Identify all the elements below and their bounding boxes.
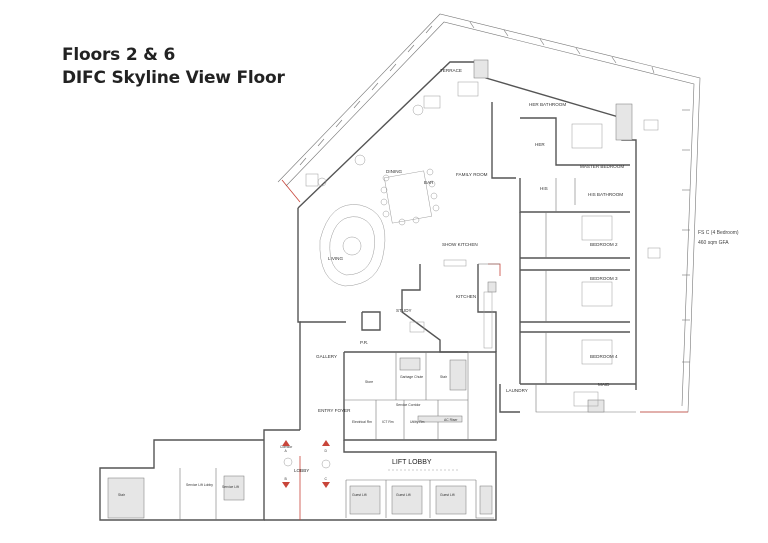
room-label-utility-rm: Utility Rm	[410, 420, 425, 424]
room-label-laundry: LAUNDRY	[506, 388, 528, 393]
plan-title: Floors 2 & 6	[62, 45, 176, 65]
room-label-his: HIS	[540, 186, 548, 191]
room-label-service-lift-lobby: Service Lift Lobby	[186, 483, 213, 487]
room-label-lobby: LOBBY	[294, 468, 309, 473]
furniture	[283, 81, 661, 471]
room-label-maid: MAID	[598, 382, 610, 387]
unit-name: FS C (4 Bedroom)	[698, 230, 739, 236]
room-label-his-bathroom: HIS BATHROOM	[588, 192, 623, 197]
marker-d-arrow	[322, 482, 330, 488]
room-label-master-bedroom: MASTER BEDROOM	[580, 164, 624, 169]
section-markers: A D B C	[282, 440, 330, 488]
room-label-dining: DINING	[386, 169, 403, 174]
room-label-stair: Stair	[440, 375, 448, 379]
room-label-service-lift: Service Lift	[222, 485, 239, 489]
marker-b-label: D	[325, 449, 328, 453]
room-label-guest-lift-3: Guest Lift	[440, 493, 455, 497]
room-label-stair-2: Stair	[118, 493, 126, 497]
service-elements	[107, 59, 633, 519]
room-label-bedroom-3: BEDROOM 3	[590, 276, 618, 281]
room-labels: TERRACE HER BATHROOM HER MASTER BEDROOM …	[118, 68, 624, 497]
room-label-lift-lobby: LIFT LOBBY	[392, 459, 432, 466]
unit-area: 460 sqm GFA	[698, 240, 729, 246]
marker-c-label: B	[285, 477, 288, 481]
room-label-terrace: TERRACE	[440, 68, 462, 73]
interior-walls	[99, 102, 636, 521]
room-label-ac-riser: AC Riser	[444, 418, 458, 422]
marker-a-label: A	[285, 449, 288, 453]
room-label-family-room: FAMILY ROOM	[456, 172, 488, 177]
room-label-entry-foyer: ENTRY FOYER	[318, 408, 351, 413]
marker-d-label: C	[325, 477, 328, 481]
room-label-living: LIVING	[328, 256, 343, 261]
title-block: Floors 2 & 6 DIFC Skyline View Floor	[62, 44, 285, 90]
marker-b-arrow	[322, 440, 330, 446]
room-label-her-bathroom: HER BATHROOM	[529, 102, 566, 107]
room-label-gallery: GALLERY	[316, 354, 337, 359]
marker-c-arrow	[282, 482, 290, 488]
room-label-service-corridor: Service Corridor	[396, 403, 421, 407]
room-label-garbage-chute: Garbage Chute	[400, 375, 423, 379]
room-label-bedroom-2: BEDROOM 2	[590, 242, 618, 247]
room-label-bar: BAR	[424, 180, 434, 185]
room-label-guest-lift-1: Guest Lift	[352, 493, 367, 497]
room-label-kitchen: KITCHEN	[456, 294, 476, 299]
room-label-bedroom-4: BEDROOM 4	[590, 354, 618, 359]
room-label-guest-lift-2: Guest Lift	[396, 493, 411, 497]
room-label-pr: P.R.	[360, 340, 368, 345]
plan-subtitle: DIFC Skyline View Floor	[62, 68, 285, 88]
room-label-show-kitchen: SHOW KITCHEN	[442, 242, 478, 247]
building-shell	[277, 13, 701, 430]
room-label-study: STUDY	[396, 308, 412, 313]
room-label-corridor: Corridor	[280, 445, 293, 449]
marker-a-arrow	[282, 440, 290, 446]
room-label-her: HER	[535, 142, 545, 147]
room-label-store: Store	[365, 380, 373, 384]
room-label-ict-rm: ICT Rm	[382, 420, 394, 424]
room-label-electrical-rm: Electrical Rm	[352, 420, 372, 424]
